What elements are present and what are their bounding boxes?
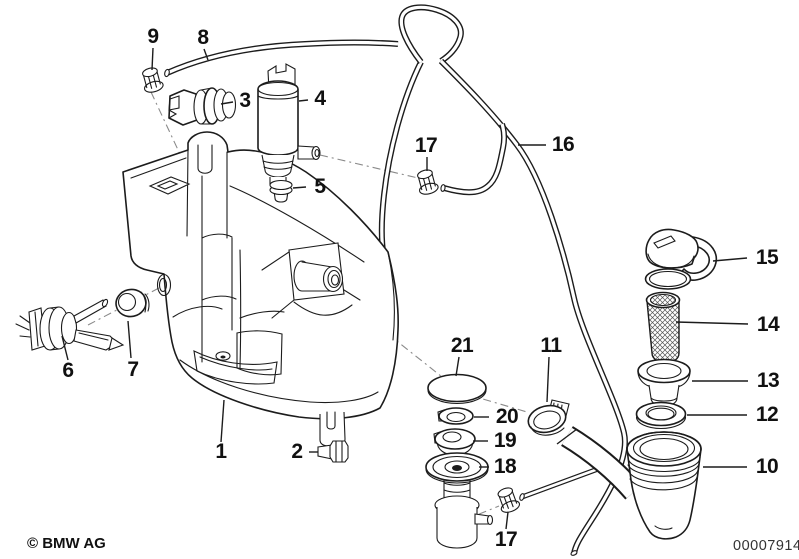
filler-neck-part-10 (626, 431, 702, 540)
callout-20: 20 (495, 405, 519, 428)
callout-13: 13 (756, 369, 780, 392)
screw-part-2 (317, 440, 349, 463)
hose-clamp-part-11 (527, 399, 570, 436)
copyright-text: © BMW AG (27, 535, 106, 552)
leader-lines (61, 47, 749, 530)
grommet-part-7 (115, 288, 150, 318)
callout-10: 10 (755, 455, 779, 478)
callout-16: 16 (551, 133, 575, 156)
nut-part-17-top (414, 167, 440, 197)
callout-5: 5 (314, 175, 326, 198)
callout-21: 21 (450, 334, 474, 357)
hose-8 (164, 39, 399, 78)
callout-6: 6 (62, 359, 74, 382)
pump-outlet-tube (519, 466, 599, 501)
strainer-part-14 (645, 291, 681, 364)
nut-part-17-bottom (494, 484, 522, 516)
funnel-insert-part-13 (637, 358, 691, 407)
callout-17-bottom: 17 (494, 528, 518, 551)
nut-part-9 (139, 65, 165, 95)
callout-2: 2 (291, 440, 303, 463)
washer-pump-part-4 (257, 63, 321, 199)
pump-body-part-18 (425, 452, 494, 549)
callout-7: 7 (127, 358, 139, 381)
callout-4: 4 (314, 87, 326, 110)
callout-19: 19 (493, 429, 517, 452)
filler-hose (556, 426, 643, 500)
callout-8: 8 (197, 26, 209, 49)
grommet-part-19 (433, 428, 476, 456)
drawing-number: 00007914 (733, 538, 799, 554)
callout-14: 14 (756, 313, 780, 336)
cap-part-15 (644, 228, 718, 290)
connector-part-3 (168, 87, 237, 126)
cover-disc-part-21 (427, 373, 487, 405)
callout-1: 1 (215, 440, 227, 463)
hose-16 (378, 4, 628, 556)
pump-grommet-part-5 (269, 179, 293, 203)
callout-9: 9 (147, 25, 159, 48)
callout-3: 3 (239, 89, 251, 112)
reservoir-part-1 (122, 131, 399, 447)
callout-18: 18 (493, 455, 517, 478)
seal-ring-part-12 (635, 401, 687, 430)
level-sensor-part-6 (15, 298, 125, 351)
callout-11: 11 (540, 334, 562, 357)
callout-12: 12 (755, 403, 779, 426)
callout-17-top: 17 (414, 134, 438, 157)
ring-part-20 (437, 407, 474, 425)
callout-15: 15 (755, 246, 779, 269)
